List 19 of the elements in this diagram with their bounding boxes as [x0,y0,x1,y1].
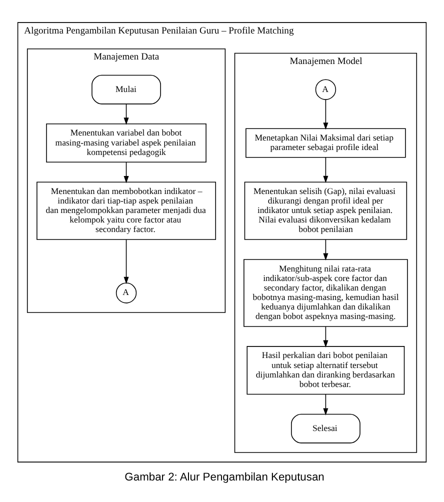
arrow [323,238,328,260]
arrow [323,394,328,415]
node-box: Menentukan dan membobotkan indikator – indikator dari tiap-tiap aspek penilaian dan mengelompokkan parameter menjadi dua kelompok yaitu core factor atau secondary factor. [36,181,216,240]
node-box: Menghitung nilai rata-rata indikator/sub-aspek core factor dan secondary factor, dikalikan dengan bobotnya masing-masing, kemudian hasil keduanya dijumlahkan dan dikalikan dengan bobot aspeknya masing-masing. [244,258,408,326]
arrow [124,238,129,284]
arrow [323,98,328,130]
arrow [124,161,129,183]
node-box: Menetapkan Nilai Maksimal dari setiap parameter sebagai profile ideal [246,128,406,158]
node-box: Hasil perkalian dari bobot penilaian untuk setiap alternatif tersebut dijumlahkan dan diranking berdasarkan bobot terbesar. [246,346,405,394]
arrow [323,156,328,183]
caption: Gambar 2: Alur Pengambilan Keputusan [124,471,324,484]
node-circle: A [116,282,137,303]
arrow [124,103,129,124]
node-box: Menentukan variabel dan bobot masing-masing variabel aspek penilaian kompetensi pedagogik [46,122,206,162]
node-box: Mulai [92,74,161,104]
node-box: Menentukan selisih (Gap), nilai evaluasi dikurangi dengan profil ideal per indikator untuk setiap aspek penilaian. Nilai evaluasi dikonversikan kedalam bobot penilaian [244,181,408,240]
node-circle: A [315,78,336,100]
arrow [323,326,328,347]
node-box: Selesai [291,413,360,443]
